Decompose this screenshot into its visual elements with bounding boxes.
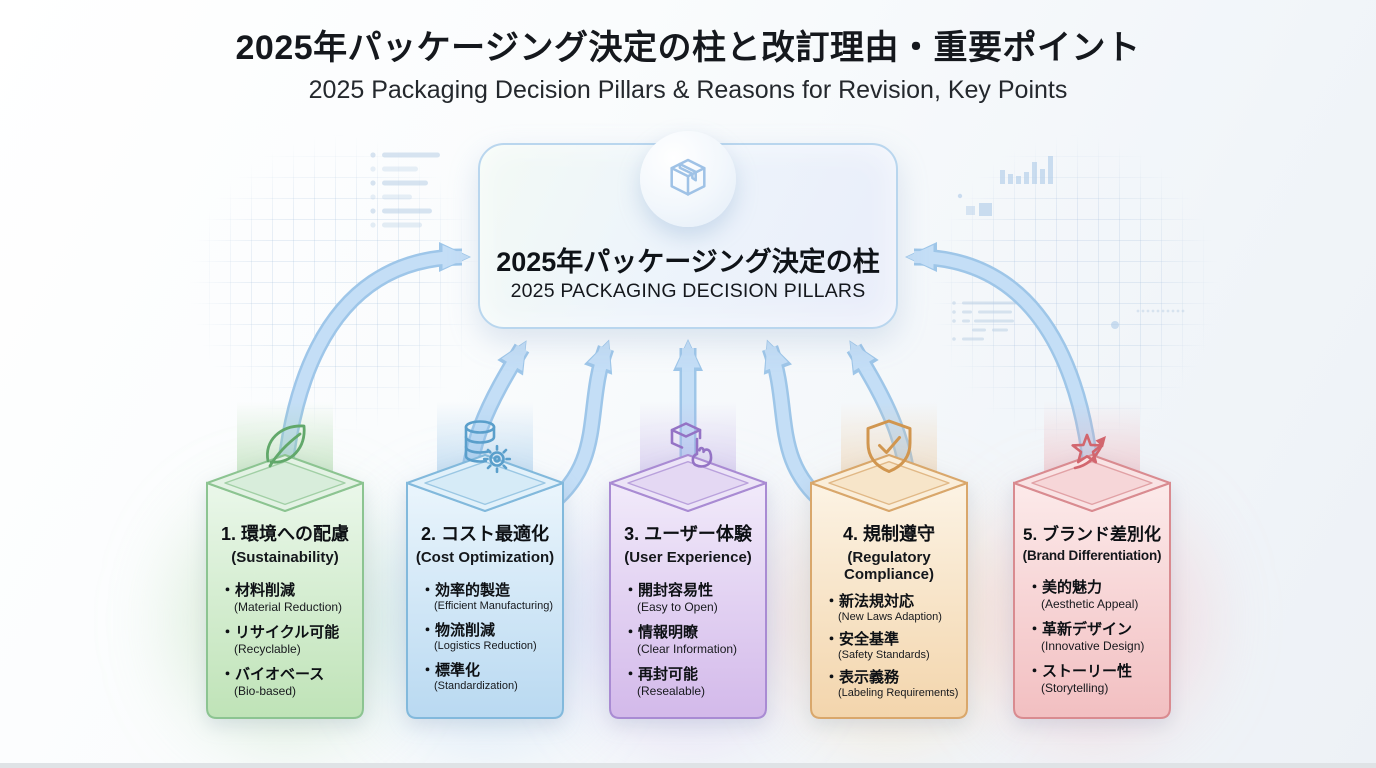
page-title: 2025年パッケージング決定の柱と改訂理由・重要ポイント bbox=[235, 29, 1141, 67]
database-gear-icon bbox=[453, 414, 517, 478]
pillar-items: 新法規対応(New Laws Adaption) 安全基準(Safety Sta… bbox=[814, 590, 964, 699]
pillar-item: 革新デザイン(Innovative Design) bbox=[1027, 618, 1167, 653]
pillar-item: 新法規対応(New Laws Adaption) bbox=[824, 590, 964, 623]
pillar-items: 効率的製造(Efficient Manufacturing) 物流削減(Logi… bbox=[410, 579, 560, 692]
center-pillar-box: 2025年パッケージング決定の柱 2025 PACKAGING DECISION… bbox=[478, 131, 898, 329]
shield-check-icon bbox=[857, 414, 921, 478]
list-lines-decoration bbox=[370, 152, 440, 228]
pillar-shape bbox=[1013, 454, 1171, 719]
pillar-sustainability: 1. 環境への配慮 (Sustainability) 材料削減(Material… bbox=[205, 388, 365, 724]
leaf-icon bbox=[253, 414, 317, 478]
pillar-item: 美的魅力(Aesthetic Appeal) bbox=[1027, 576, 1167, 611]
pillar-cost-optimization: 2. コスト最適化 (Cost Optimization) 効率的製造(Effi… bbox=[405, 388, 565, 724]
pillar-title: 1. 環境への配慮 bbox=[220, 524, 349, 544]
package-box-icon bbox=[640, 131, 736, 227]
pillar-item: 情報明瞭(Clear Information) bbox=[623, 621, 763, 656]
pillar-items: 材料削減(Material Reduction) リサイクル可能(Recycla… bbox=[210, 579, 360, 698]
bottom-strip bbox=[0, 763, 1376, 768]
center-title-en: 2025 PACKAGING DECISION PILLARS bbox=[510, 280, 866, 302]
star-growth-icon bbox=[1060, 414, 1124, 478]
package-box-glyph bbox=[670, 158, 706, 196]
pillar-item: 再封可能(Resealable) bbox=[623, 663, 763, 698]
pillar-item: 開封容易性(Easy to Open) bbox=[623, 579, 763, 614]
pillar-item: 安全基準(Safety Standards) bbox=[824, 628, 964, 661]
page-subtitle: 2025 Packaging Decision Pillars & Reason… bbox=[308, 76, 1068, 104]
pillar-items: 開封容易性(Easy to Open) 情報明瞭(Clear Informati… bbox=[613, 579, 763, 698]
pillar-title: 3. ユーザー体験 bbox=[624, 524, 752, 544]
pillar-title: 5. ブランド差別化 bbox=[1023, 525, 1161, 544]
pillar-item: 標準化(Standardization) bbox=[420, 659, 560, 692]
grid-decoration-left bbox=[188, 135, 488, 435]
pillar-items: 美的魅力(Aesthetic Appeal) 革新デザイン(Innovative… bbox=[1017, 576, 1167, 695]
bar-chart-decoration bbox=[957, 156, 1053, 216]
pillar-title: 4. 規制遵守 bbox=[842, 524, 935, 544]
pillar-shape bbox=[609, 454, 767, 719]
pillar-subtitle: (User Experience) bbox=[624, 549, 752, 566]
text-lines-decoration bbox=[952, 301, 1185, 341]
pillar-item: 物流削減(Logistics Reduction) bbox=[420, 619, 560, 652]
pillar-item: 効率的製造(Efficient Manufacturing) bbox=[420, 579, 560, 612]
pillar-item: 材料削減(Material Reduction) bbox=[220, 579, 360, 614]
center-title-jp: 2025年パッケージング決定の柱 bbox=[496, 247, 880, 277]
pillar-title: 2. コスト最適化 bbox=[420, 524, 549, 544]
pillar-item: 表示義務(Labeling Requirements) bbox=[824, 666, 964, 699]
pillar-subtitle: (Cost Optimization) bbox=[415, 549, 555, 566]
pillar-item: バイオベース(Bio-based) bbox=[220, 663, 360, 698]
pillar-shape bbox=[206, 454, 364, 719]
pillar-user-experience: 3. ユーザー体験 (User Experience) 開封容易性(Easy t… bbox=[608, 388, 768, 724]
pillar-subtitle: (Sustainability) bbox=[231, 549, 339, 566]
box-tap-icon bbox=[656, 414, 720, 478]
pillar-item: リサイクル可能(Recyclable) bbox=[220, 621, 360, 656]
pillar-subtitle: (Brand Differentiation) bbox=[1022, 548, 1162, 563]
pillar-regulatory-compliance: 4. 規制遵守 (Regulatory Compliance) 新法規対応(Ne… bbox=[809, 388, 969, 724]
pillar-subtitle: (Regulatory Compliance) bbox=[843, 549, 934, 584]
header: 2025年パッケージング決定の柱と改訂理由・重要ポイント 2025 Packag… bbox=[0, 0, 1376, 105]
pillar-brand-differentiation: 5. ブランド差別化 (Brand Differentiation) 美的魅力(… bbox=[1012, 388, 1172, 724]
pillar-item: ストーリー性(Storytelling) bbox=[1027, 660, 1167, 695]
